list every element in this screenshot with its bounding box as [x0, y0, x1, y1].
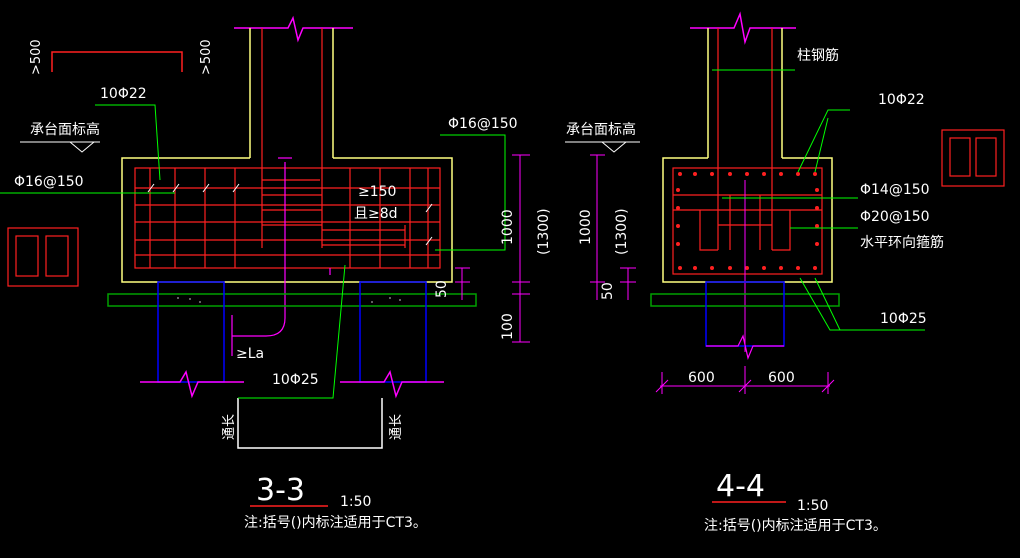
pile-symbol-right: [941, 129, 1005, 187]
label-pile-right: 通长: [389, 414, 404, 440]
label-hoop: 水平环向箍筋: [860, 234, 944, 251]
column-3-3: [234, 15, 353, 248]
section-3-3: >500 >500: [0, 15, 552, 531]
rebar-mesh-3-3: [134, 167, 441, 269]
dim-600-right: 600: [768, 370, 795, 386]
dim-500-left: >500: [29, 39, 44, 75]
label-10phi22: 10Φ22: [100, 86, 147, 102]
label-phi20: Φ20@150: [860, 209, 930, 225]
dimension-chain-3-3: [455, 154, 530, 343]
dim-50-3-3: 50: [434, 280, 450, 298]
pile-symbol-left: [7, 227, 79, 287]
cushion-hatch-3-3: [177, 297, 401, 303]
column-dowel-3-3: [231, 157, 331, 356]
section-4-4-title: 4-4: [716, 469, 765, 504]
pile-cap-outline-3-3: [121, 157, 453, 283]
label-phi16-left: Φ16@150: [14, 174, 84, 190]
label-phi16-right: Φ16@150: [448, 116, 518, 132]
label-10phi22-4-4: 10Φ22: [878, 92, 925, 108]
section-4-4-scale: 1:50: [797, 498, 828, 514]
section-4-4: 承台面标高 柱钢筋 10Φ22 Φ14@150 Φ20@150 水平环向箍筋 1…: [565, 11, 1005, 534]
dimension-chain-4-4: [590, 154, 636, 300]
rebar-ticks-3-3: [147, 183, 433, 246]
cushion-layer-3-3: [107, 293, 477, 307]
label-8d: 且≥8d: [354, 206, 398, 222]
label-10phi25-4-4: 10Φ25: [880, 311, 927, 327]
dim-1300-3-3: (1300): [536, 208, 552, 255]
label-phi14: Φ14@150: [860, 182, 930, 198]
label-ge150: ≥150: [358, 184, 396, 200]
leader-lines-4-4: [712, 69, 925, 331]
section-3-3-note: 注:括号()内标注适用于CT3。: [244, 515, 427, 531]
cushion-layer-4-4: [650, 293, 840, 307]
pile-4-4: [705, 281, 785, 360]
cap-top-marker-4-4: 承台面标高: [565, 121, 640, 153]
label-cap-top-4-4: 承台面标高: [566, 121, 636, 138]
section-4-4-note: 注:括号()内标注适用于CT3。: [704, 518, 887, 534]
pile-right-3-3: [340, 281, 444, 399]
dimension-horizontal-4-4: [655, 366, 835, 394]
column-4-4: [690, 11, 796, 250]
rebar-dots-4-4: [676, 172, 819, 270]
label-10phi25: 10Φ25: [272, 372, 319, 388]
dim-1000-3-3: 1000: [500, 209, 516, 245]
label-la: ≥La: [236, 346, 264, 362]
dim-100-3-3: 100: [500, 313, 516, 340]
section-3-3-title: 3-3: [256, 473, 305, 508]
dim-600-left: 600: [688, 370, 715, 386]
rebar-cage-4-4: [672, 167, 823, 275]
cap-top-marker-3-3: 承台面标高: [20, 121, 100, 153]
label-col-rebar: 柱钢筋: [797, 47, 839, 64]
label-pile-left: 通长: [222, 414, 237, 440]
dim-1300-4-4: (1300): [614, 208, 630, 255]
label-cap-top: 承台面标高: [30, 121, 100, 138]
dim-500-markers: >500 >500: [29, 39, 214, 75]
dim-1000-4-4: 1000: [578, 209, 594, 245]
section-3-3-scale: 1:50: [340, 494, 371, 510]
pile-cap-outline-4-4: [662, 157, 833, 283]
dim-500-right: >500: [199, 39, 214, 75]
pile-left-3-3: [140, 281, 244, 399]
dim-50-4-4: 50: [600, 282, 616, 300]
bottom-bar-detail-3-3: [237, 398, 383, 449]
leader-lines-3-3: [0, 104, 506, 399]
